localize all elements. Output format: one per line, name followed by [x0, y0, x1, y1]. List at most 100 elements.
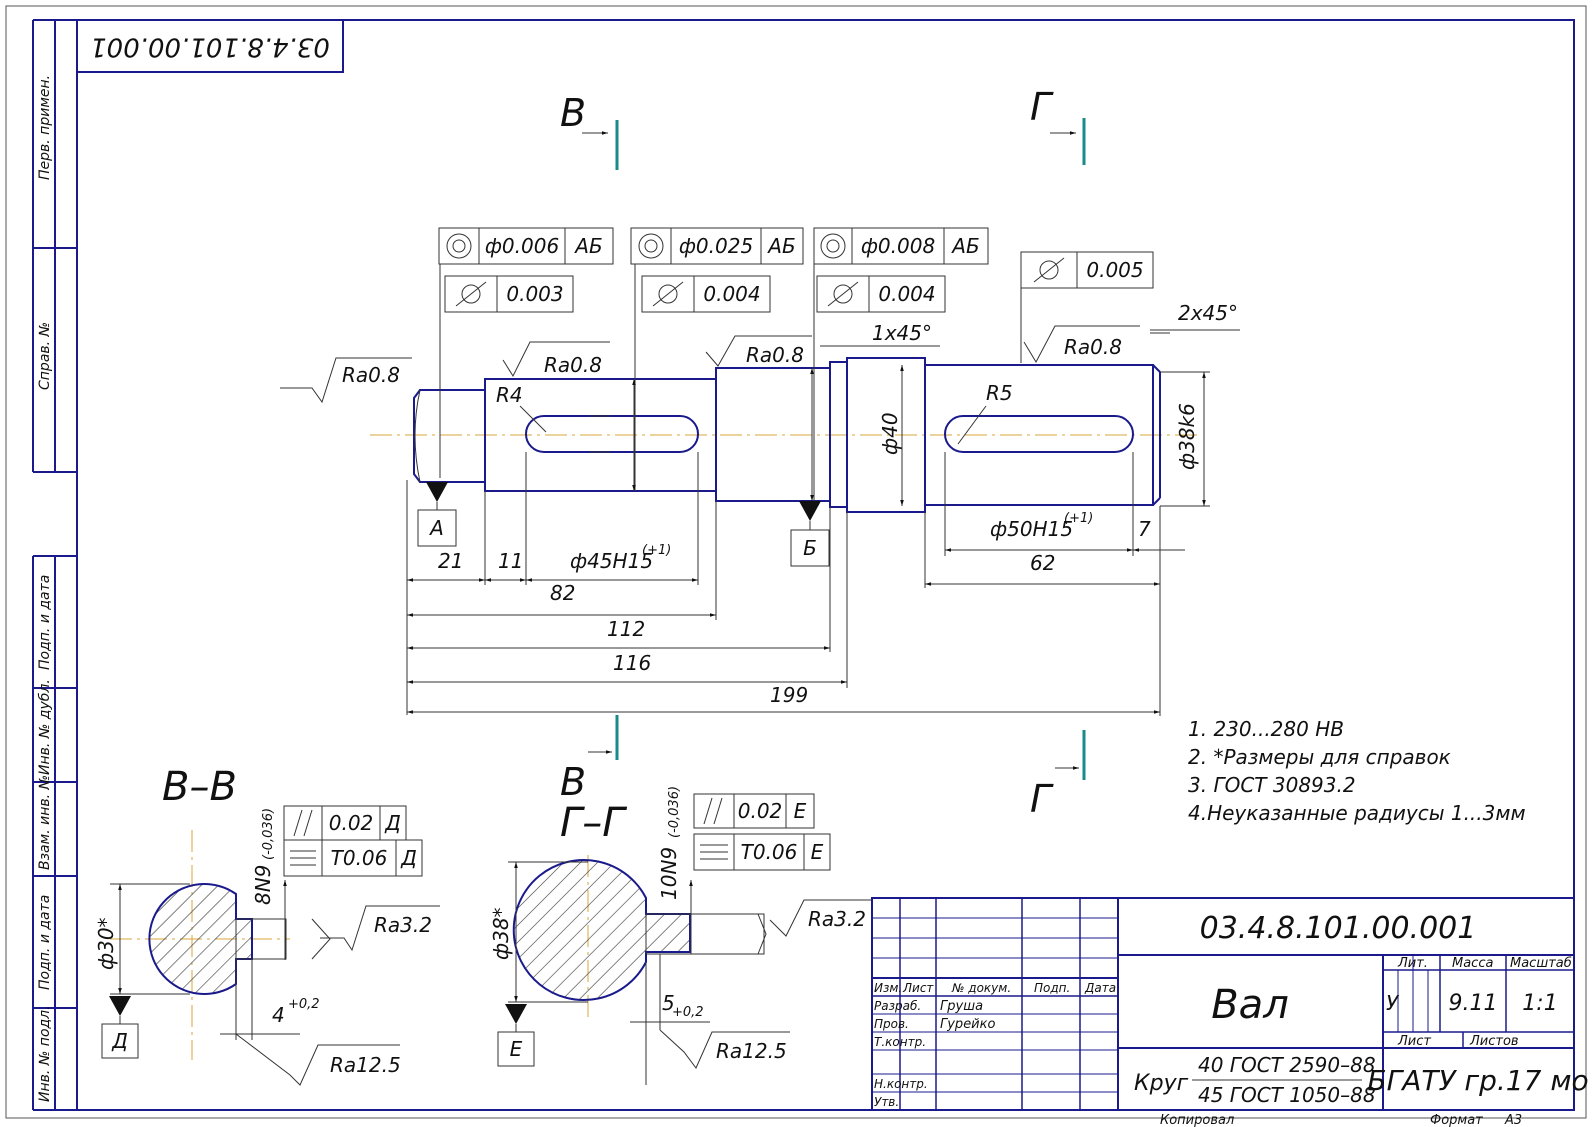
side-label-2: Подп. и дата [37, 575, 53, 670]
tol1-base: АБ [573, 234, 602, 258]
dim-d38k6: ф38k6 [1175, 403, 1199, 470]
gg-diameter: ф38* [489, 907, 513, 960]
tb-row-0: Разраб. [874, 999, 921, 1013]
tb-scale-value: 1:1 [1522, 991, 1557, 1016]
tb-mass-value: 9.11 [1449, 991, 1498, 1016]
section-marks: В Г В Г [560, 85, 1086, 821]
shaft-main-view [370, 357, 1200, 513]
datum-b: Б [803, 536, 817, 560]
tb-developer: Груша [940, 999, 983, 1014]
tb-material-bottom: 45 ГОСТ 1050–88 [1198, 1083, 1376, 1107]
vv-depth-tol: +0,2 [288, 997, 320, 1012]
dim-r4: R4 [496, 383, 523, 407]
tb-copied: Копировал [1160, 1113, 1234, 1127]
tb-lit-value: У [1386, 991, 1400, 1015]
section-gg-title: Г–Г [560, 800, 627, 846]
rough-4: Ra0.8 [1064, 335, 1122, 359]
dim-l21: 21 [438, 549, 463, 573]
tb-scale-label: Масштаб [1510, 956, 1572, 971]
rough-2: Ra0.8 [544, 353, 602, 377]
gg-keywidth: 10N9 [657, 847, 681, 900]
vv-rough1: Ra3.2 [374, 913, 432, 937]
datum-d: Д [111, 1029, 128, 1053]
tb-material-prefix: Круг [1134, 1071, 1189, 1096]
tb-sheets-label: Листов [1469, 1034, 1519, 1049]
side-label-4: Взам. инв. № [37, 775, 53, 870]
tol1-runout: 0.003 [506, 282, 563, 306]
note-2: 3. ГОСТ 30893.2 [1188, 773, 1356, 797]
gg-sym: Т0.06 [741, 840, 798, 864]
tb-col-0: Изм. [874, 981, 902, 995]
tol4-runout: 0.005 [1086, 258, 1143, 282]
tb-col-2: № докум. [951, 981, 1011, 995]
tb-material-top: 40 ГОСТ 2590–88 [1198, 1053, 1376, 1077]
gg-rough2: Ra12.5 [716, 1039, 787, 1063]
vv-par-base: Д [384, 811, 401, 835]
tb-col-1: Лист [902, 981, 934, 995]
tol3-runout: 0.004 [878, 282, 935, 306]
dim-d50: ф50Н15 [990, 517, 1073, 541]
side-label-3: Инв. № дубл. [37, 679, 53, 775]
gg-par: 0.02 [738, 799, 783, 823]
gg-sym-base: Е [811, 840, 824, 864]
tb-col-3: Подп. [1034, 981, 1070, 995]
tb-code: 03.4.8.101.00.001 [1200, 911, 1477, 946]
tolerance-frames: ф0.006 АБ 0.003 ф0.025 АБ 0.004 ф0.008 А… [438, 227, 1154, 501]
section-mark-g-bottom: Г [1030, 777, 1054, 821]
dim-r5: R5 [986, 381, 1013, 405]
dim-l11: 11 [498, 549, 523, 573]
dim-d40: ф40 [878, 412, 902, 455]
dim-l116: 116 [613, 651, 651, 675]
vv-keywidth-tol: (-0,036) [261, 808, 276, 860]
tb-org: БГАТУ гр.17 мо [1367, 1064, 1588, 1097]
roughness-main: Ra0.8 Ra0.8 Ra0.8 Ra0.8 [280, 325, 1140, 404]
side-label-0: Перв. примен. [37, 75, 53, 180]
vv-rough2: Ra12.5 [330, 1053, 401, 1077]
side-label-1: Справ. № [37, 322, 53, 390]
tb-row-3: Н.контр. [874, 1077, 928, 1091]
gg-depth-tol: +0,2 [672, 1005, 704, 1020]
tb-row-2: Т.контр. [874, 1035, 926, 1049]
tol2-concentric: ф0.025 [679, 234, 753, 258]
dim-d45-tol: (+1) [642, 543, 671, 558]
rotated-stamp-code: 03.4.8.101.00.001 [90, 32, 330, 62]
main-frame [76, 19, 1575, 1111]
note-3: 4.Неуказанные радиусы 1...3мм [1188, 801, 1526, 825]
dim-l112: 112 [607, 617, 645, 641]
dim-l7: 7 [1138, 517, 1151, 541]
rough-3: Ra0.8 [746, 343, 804, 367]
tb-lit-label: Лит. [1397, 956, 1428, 971]
side-label-5: Подп. и дата [37, 895, 53, 990]
note-0: 1. 230...280 НВ [1188, 717, 1344, 741]
dim-d45: ф45Н15 [570, 549, 653, 573]
vv-sym: Т0.06 [331, 846, 388, 870]
tol3-concentric: ф0.008 [861, 234, 935, 258]
side-label-6: Инв. № подл. [37, 1005, 53, 1102]
section-vv-title: В–В [162, 764, 237, 810]
vv-depth: 4 [272, 1003, 285, 1027]
tb-row-4: Утв. [874, 1095, 899, 1109]
vv-keywidth: 8N9 [251, 865, 275, 905]
note-1: 2. *Размеры для справок [1188, 745, 1451, 769]
dim-chamfer2: 2x45° [1178, 301, 1238, 325]
tb-format-label: Формат [1430, 1113, 1483, 1127]
tb-name: Вал [1211, 982, 1289, 1028]
outer-border [5, 5, 1587, 1119]
dimensions-main: 1x45° 2x45° R4 R5 ф40 ф38k6 21 11 [406, 301, 1240, 716]
left-strip: Перв. примен. Справ. № Подп. и дата Инв.… [32, 19, 77, 1111]
gg-par-base: Е [794, 799, 807, 823]
tb-mass-label: Масса [1452, 956, 1493, 971]
tb-row-1: Пров. [874, 1017, 909, 1031]
rotated-stamp: 03.4.8.101.00.001 [76, 19, 344, 73]
vv-par: 0.02 [329, 811, 374, 835]
gg-rough1: Ra3.2 [808, 907, 866, 931]
tb-format-value: А3 [1504, 1113, 1522, 1127]
section-mark-g-top: Г [1030, 85, 1054, 129]
dim-l199: 199 [770, 683, 808, 707]
dim-d50-tol: (+1) [1064, 511, 1093, 526]
datum-e: Е [510, 1037, 523, 1061]
tech-notes: 1. 230...280 НВ 2. *Размеры для справок … [1188, 717, 1526, 825]
title-block: Изм. Лист № докум. Подп. Дата Разраб. Гр… [871, 897, 1589, 1127]
gg-depth: 5 [662, 991, 675, 1015]
